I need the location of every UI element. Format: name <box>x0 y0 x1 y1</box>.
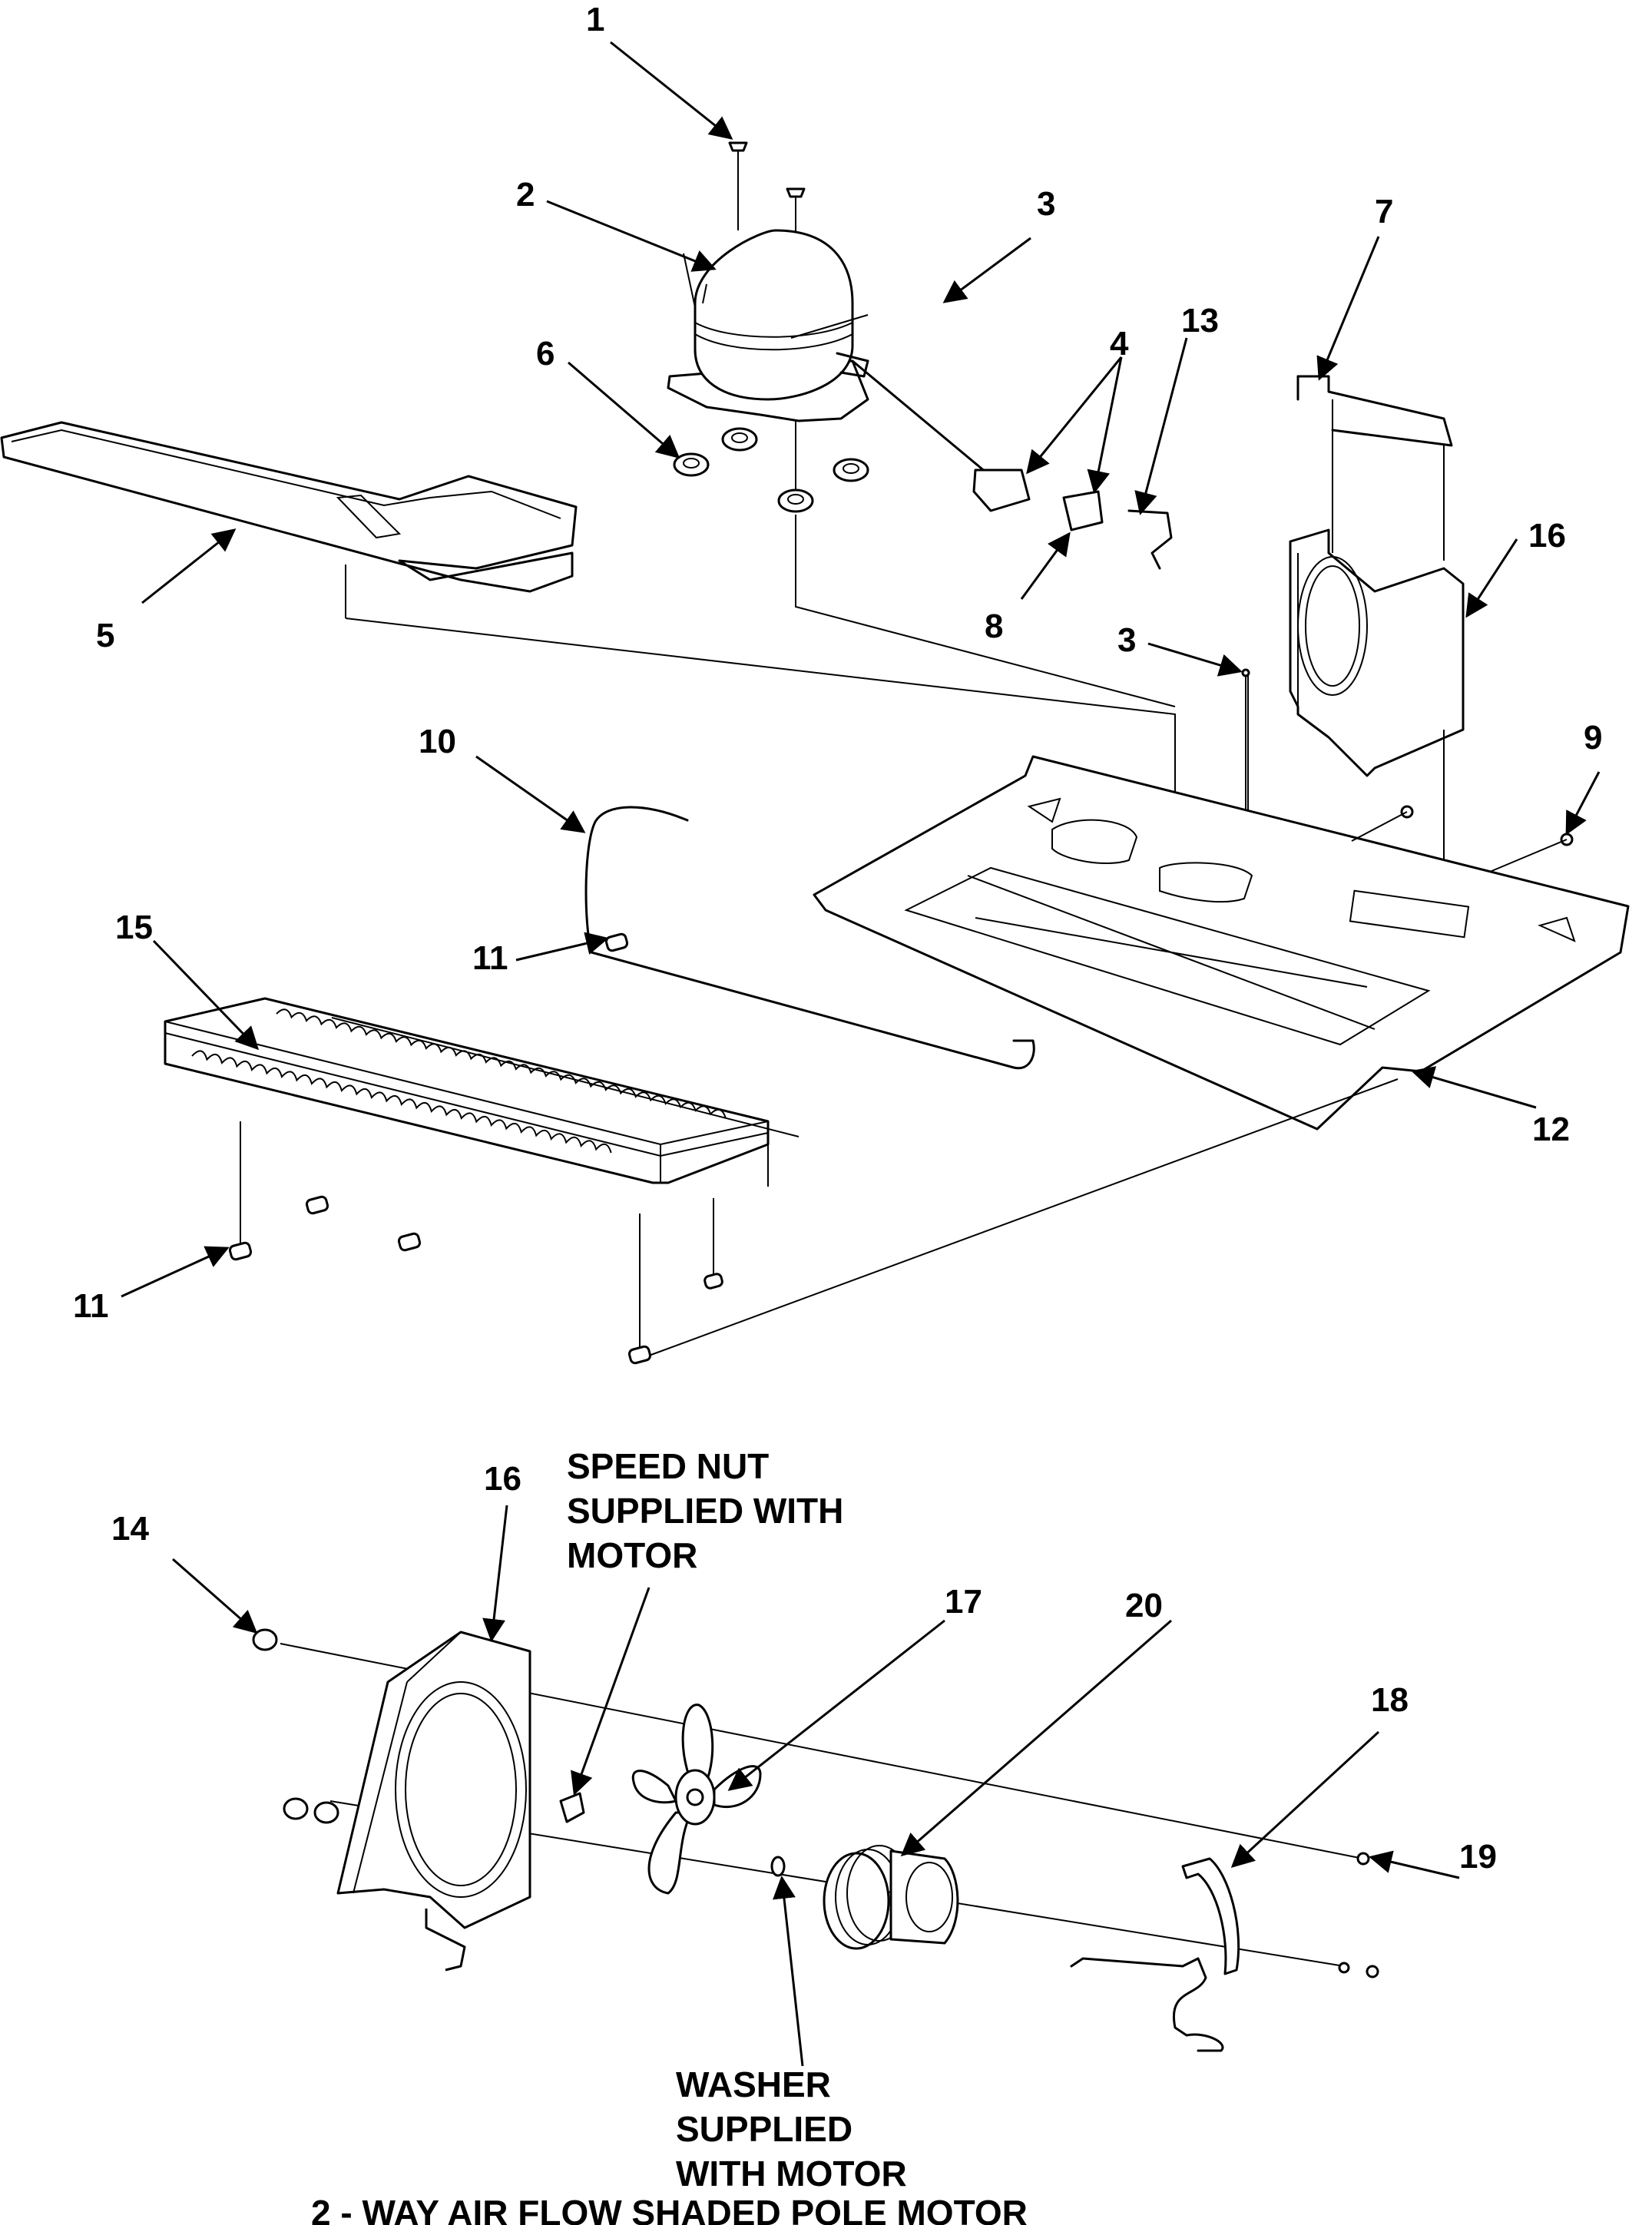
callout-13: 13 <box>1181 302 1219 339</box>
callout-6: 6 <box>536 335 555 372</box>
callout-2: 2 <box>516 176 535 214</box>
svg-text:MOTOR: MOTOR <box>567 1535 697 1575</box>
motor-part-20 <box>823 1845 959 1950</box>
callout-4: 4 <box>1110 325 1129 363</box>
speed-nut <box>559 1792 585 1823</box>
callout-11-lower: 11 <box>73 1287 109 1325</box>
callout-3-lower: 3 <box>1117 621 1136 659</box>
svg-text:SPEED NUT: SPEED NUT <box>567 1446 769 1486</box>
svg-text:SUPPLIED WITH: SUPPLIED WITH <box>567 1491 843 1531</box>
callout-20: 20 <box>1125 1587 1163 1624</box>
screw-part-1 <box>728 141 748 230</box>
washer-note: WASHER SUPPLIED WITH MOTOR <box>676 2064 907 2194</box>
callout-9: 9 <box>1584 719 1602 757</box>
callout-12: 12 <box>1532 1111 1570 1148</box>
callout-16-lower: 16 <box>484 1460 521 1498</box>
evaporator-part-15 <box>164 997 800 1187</box>
base-plate-part-12 <box>813 755 1630 1131</box>
fan-shroud-part-16 <box>1289 528 1465 777</box>
diagram-caption: 2 - WAY AIR FLOW SHADED POLE MOTOR <box>311 2193 1028 2225</box>
callout-11: 11 <box>472 939 508 977</box>
callout-5: 5 <box>96 617 114 654</box>
callout-1: 1 <box>586 1 604 38</box>
drain-pan-part-5 <box>0 421 578 618</box>
svg-text:WASHER: WASHER <box>676 2064 831 2104</box>
fan-blade-part-17 <box>631 1704 762 1895</box>
callout-14: 14 <box>111 1510 149 1548</box>
nut-part-14 <box>252 1628 339 1824</box>
compressor-part-2 <box>667 229 869 422</box>
fan-shroud-lower-part-16 <box>336 1631 531 1972</box>
motor-bracket <box>1070 1957 1224 2052</box>
svg-text:SUPPLIED: SUPPLIED <box>676 2109 852 2149</box>
screw-part-19 <box>1356 1852 1370 1866</box>
callout-10: 10 <box>419 723 456 760</box>
bracket-part-18 <box>1181 1857 1240 1975</box>
tube-part-10 <box>584 806 1035 1070</box>
callout-16: 16 <box>1528 517 1566 555</box>
callout-17: 17 <box>945 1583 982 1621</box>
callout-8: 8 <box>985 608 1003 645</box>
callout-7: 7 <box>1375 193 1393 230</box>
washer <box>770 1856 786 1877</box>
pin-part-11 <box>228 932 723 1365</box>
callout-18: 18 <box>1371 1681 1409 1719</box>
callout-leaders <box>121 41 1601 2067</box>
clip-part-13 <box>1127 509 1173 570</box>
callout-labels: 1 2 3 4 13 7 6 16 5 8 3 9 10 15 11 12 11… <box>73 1 1602 1876</box>
svg-text:WITH MOTOR: WITH MOTOR <box>676 2154 907 2194</box>
speed-nut-note: SPEED NUT SUPPLIED WITH MOTOR <box>567 1446 843 1575</box>
callout-15: 15 <box>115 909 153 946</box>
callout-3: 3 <box>1037 185 1055 223</box>
grommet-part-6 <box>673 427 869 513</box>
callout-19: 19 <box>1459 1838 1497 1876</box>
relay-part-4 <box>972 469 1104 531</box>
